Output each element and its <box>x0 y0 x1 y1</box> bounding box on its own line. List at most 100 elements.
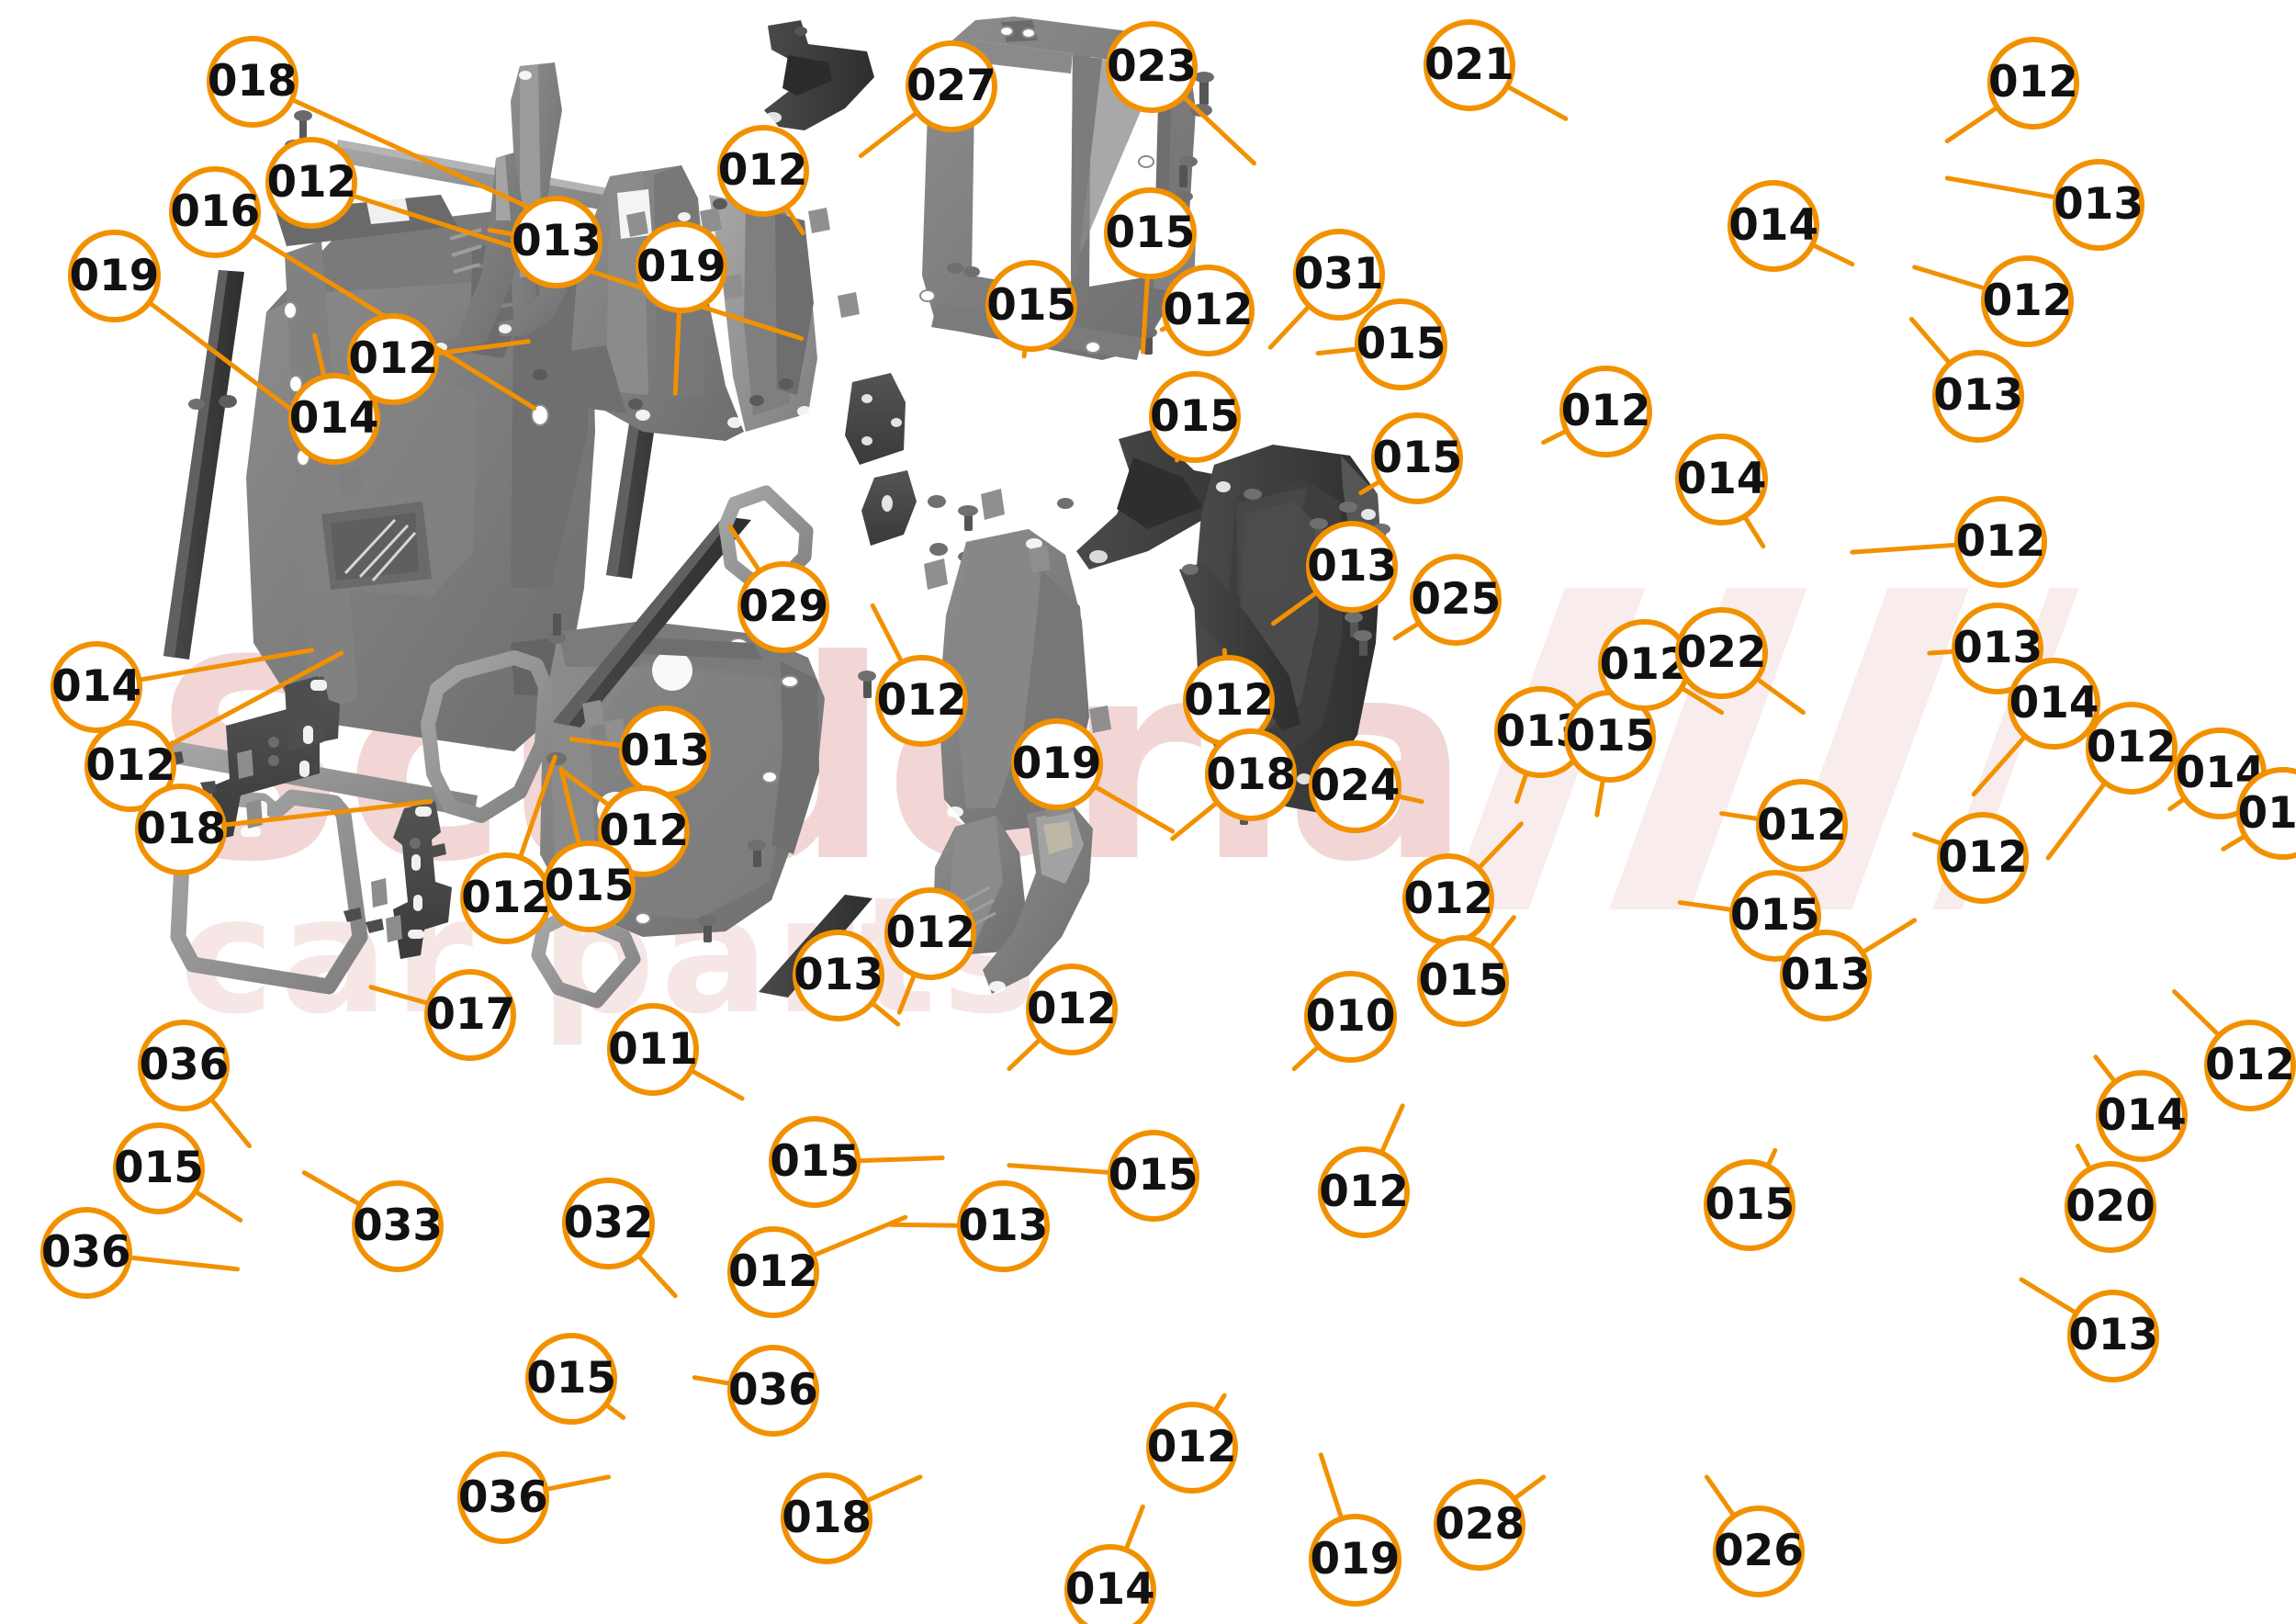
callout-leader-lines <box>128 84 2247 1551</box>
callout-label: 019 <box>69 251 160 301</box>
callout-bubble-015-c17[interactable]: 015 <box>112 1122 205 1214</box>
callout-bubble-031-c32[interactable]: 031 <box>1292 228 1385 321</box>
callout-bubble-029-c27[interactable]: 029 <box>737 560 830 654</box>
callout-label: 036 <box>457 1472 548 1523</box>
callout-label: 012 <box>885 908 976 959</box>
callout-bubble-014-c68[interactable]: 014 <box>1675 433 1768 526</box>
callout-label: 015 <box>1108 1150 1199 1201</box>
callout-bubble-013-c84[interactable]: 013 <box>2067 1290 2160 1382</box>
callout-bubble-013-c11[interactable]: 013 <box>618 705 712 797</box>
callout-label: 013 <box>958 1201 1049 1251</box>
callout-bubble-019-c05[interactable]: 019 <box>68 230 161 322</box>
callout-label: 013 <box>620 726 710 776</box>
callout-bubble-013-c76[interactable]: 013 <box>1779 929 1872 1021</box>
callout-bubble-012-c41[interactable]: 012 <box>1402 853 1495 946</box>
callout-bubble-022-c72[interactable]: 022 <box>1675 606 1768 700</box>
callout-bubble-015-c21[interactable]: 015 <box>525 1333 618 1426</box>
callout-bubble-019-c59[interactable]: 019 <box>1309 1514 1401 1607</box>
callout-bubble-012-c30[interactable]: 012 <box>1162 264 1255 356</box>
callout-bubble-012-c13[interactable]: 012 <box>459 851 553 944</box>
callout-bubble-021-c61[interactable]: 021 <box>1423 19 1515 112</box>
callout-bubble-014-c82[interactable]: 014 <box>2095 1070 2189 1163</box>
callout-bubble-026-c87[interactable]: 026 <box>1712 1505 1806 1597</box>
leader-line-012 <box>518 754 557 859</box>
callout-bubble-015-c14[interactable]: 015 <box>543 840 636 932</box>
callout-bubble-014-c64[interactable]: 014 <box>1728 179 1820 272</box>
callout-label: 013 <box>2054 180 2144 230</box>
callout-bubble-012-c49[interactable]: 012 <box>1025 963 1118 1055</box>
callout-bubble-020-c83[interactable]: 020 <box>2064 1160 2157 1253</box>
callout-bubble-015-c29[interactable]: 015 <box>1104 186 1197 279</box>
leader-line-018 <box>864 1474 923 1504</box>
callout-bubble-018-c10[interactable]: 018 <box>135 784 228 876</box>
leader-line-015 <box>1488 915 1516 949</box>
callout-bubble-012-c65[interactable]: 012 <box>1981 254 2074 348</box>
callout-bubble-012-c78[interactable]: 012 <box>2085 702 2178 795</box>
callout-bubble-032-c20[interactable]: 032 <box>562 1177 655 1269</box>
callout-bubble-019-c26[interactable]: 019 <box>635 220 727 313</box>
callout-bubble-027-c24[interactable]: 027 <box>905 39 997 132</box>
callout-bubble-012-c53[interactable]: 012 <box>726 1225 820 1319</box>
callout-label: 013 <box>512 217 602 267</box>
callout-bubble-012-c73[interactable]: 012 <box>1755 779 1848 872</box>
callout-bubble-028-c86[interactable]: 028 <box>1434 1478 1526 1571</box>
callout-bubble-036-c23[interactable]: 036 <box>456 1451 549 1544</box>
leader-line-012 <box>1912 265 1987 291</box>
callout-bubble-012-c02[interactable]: 012 <box>265 136 358 229</box>
callout-bubble-016-c03[interactable]: 016 <box>169 165 262 259</box>
callout-bubble-012-c25[interactable]: 012 <box>716 124 809 217</box>
callout-bubble-013-c37[interactable]: 013 <box>1306 521 1399 614</box>
leader-line-012 <box>1541 428 1570 445</box>
leader-line-014 <box>137 648 314 682</box>
callout-bubble-015-c28[interactable]: 015 <box>985 259 1078 352</box>
callout-label: 012 <box>1982 276 2073 327</box>
callout-label: 018 <box>136 805 227 855</box>
leader-line-018 <box>222 799 433 828</box>
callout-bubble-015-c51[interactable]: 015 <box>1107 1129 1199 1222</box>
callout-bubble-036-c22[interactable]: 036 <box>726 1345 820 1438</box>
callout-label: 012 <box>1184 675 1274 726</box>
leader-line-015 <box>1358 479 1382 496</box>
callout-bubble-013-c04[interactable]: 013 <box>510 196 603 288</box>
callout-label: 018 <box>1206 750 1297 800</box>
callout-bubble-015-c50[interactable]: 015 <box>769 1116 861 1209</box>
callout-label: 032 <box>563 1198 654 1248</box>
callout-bubble-012-c55[interactable]: 012 <box>1318 1145 1411 1238</box>
callout-bubble-033-c18[interactable]: 033 <box>351 1179 445 1272</box>
callout-bubble-018-c01[interactable]: 018 <box>206 35 298 128</box>
callout-label: 013 <box>793 950 884 1000</box>
callout-bubble-015-c33[interactable]: 015 <box>1355 298 1447 390</box>
callout-bubble-024-c39[interactable]: 024 <box>1309 740 1401 833</box>
callout-bubble-012-c81[interactable]: 012 <box>2203 1020 2296 1112</box>
callout-bubble-012-c47[interactable]: 012 <box>884 887 977 980</box>
callout-bubble-012-c69[interactable]: 012 <box>1954 495 2047 588</box>
callout-bubble-013-c46[interactable]: 013 <box>792 929 885 1021</box>
leader-line-012 <box>434 339 531 356</box>
callout-bubble-012-c62[interactable]: 012 <box>1986 37 2080 130</box>
callout-bubble-023-c60[interactable]: 023 <box>1105 20 1199 113</box>
callout-bubble-025-c38[interactable]: 025 <box>1410 553 1503 646</box>
callout-bubble-013-c52[interactable]: 013 <box>957 1179 1050 1272</box>
callout-bubble-015-c43[interactable]: 015 <box>1417 935 1510 1028</box>
callout-bubble-036-c19[interactable]: 036 <box>39 1206 132 1300</box>
callout-bubble-019-c44[interactable]: 019 <box>1010 718 1103 811</box>
callout-label: 012 <box>1955 516 2046 567</box>
callout-bubble-013-c63[interactable]: 013 <box>2052 158 2145 252</box>
callout-bubble-010-c54[interactable]: 010 <box>1304 970 1397 1064</box>
leader-line-036 <box>544 1474 612 1492</box>
callout-bubble-015-c31[interactable]: 015 <box>1148 371 1241 464</box>
callout-bubble-013-c66[interactable]: 013 <box>1932 350 2025 443</box>
callout-bubble-018-c56[interactable]: 018 <box>781 1472 873 1565</box>
callout-bubble-012-c74[interactable]: 012 <box>1936 811 2030 905</box>
callout-bubble-012-c67[interactable]: 012 <box>1559 365 1652 457</box>
callout-bubble-015-c85[interactable]: 015 <box>1704 1159 1796 1252</box>
callout-bubble-014-c07[interactable]: 014 <box>287 372 380 465</box>
leader-line-026 <box>1704 1474 1736 1517</box>
callout-bubble-018-c45[interactable]: 018 <box>1205 728 1298 821</box>
callout-bubble-011-c48[interactable]: 011 <box>606 1003 700 1096</box>
callout-bubble-012-c58[interactable]: 012 <box>1145 1401 1238 1494</box>
callout-label: 025 <box>1411 574 1502 625</box>
part-019-lower-seal-a <box>553 516 751 727</box>
leader-line-015 <box>856 1156 945 1164</box>
callout-bubble-012-c35[interactable]: 012 <box>875 654 968 747</box>
